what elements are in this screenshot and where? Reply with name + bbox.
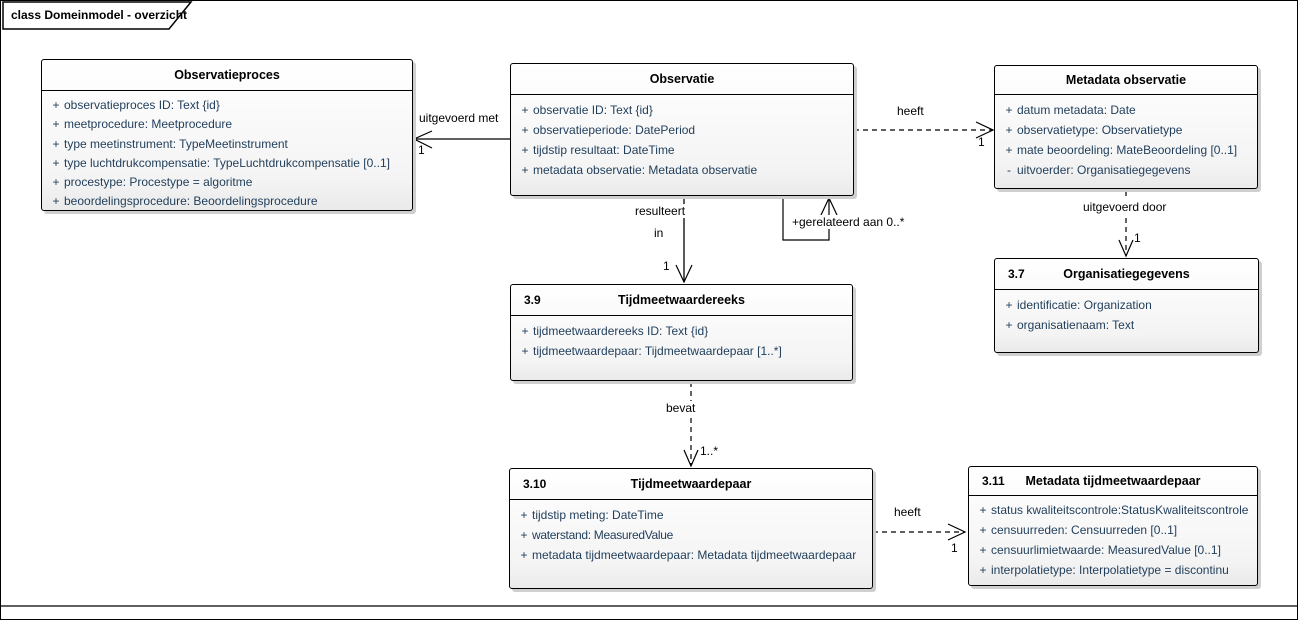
class-observatieproces[interactable]: Observatieproces +observatieproces ID: T… [41, 59, 413, 211]
attribute-row: +tijdmeetwaardereeks ID: Text {id} [521, 324, 709, 338]
diagram-frame-title: class Domeinmodel - overzicht [11, 8, 188, 22]
class-metadata-observatie[interactable]: Metadata observatie +datum metadata: Dat… [994, 65, 1258, 189]
attribute-row: +identificatie: Organization [1005, 298, 1152, 312]
multiplicity-resulteert-in: 1 [663, 259, 670, 273]
class-tijdmeetwaardepaar[interactable]: 3.10 Tijdmeetwaardepaar +tijdstip meting… [509, 468, 873, 589]
attribute-row: +observatietype: Observatietype [1005, 123, 1183, 137]
open-arrow-down-icon [1118, 239, 1134, 258]
class-header: 3.11 Metadata tijdmeetwaardepaar [969, 467, 1257, 496]
class-metadata-tijdmeetwaardepaar[interactable]: 3.11 Metadata tijdmeetwaardepaar +status… [968, 466, 1258, 586]
connector-label-gerelateerd-aan[interactable]: +gerelateerd aan 0..* [790, 215, 907, 229]
multiplicity-heeft-1: 1 [978, 135, 985, 149]
class-observatie[interactable]: Observatie +observatie ID: Text {id}+obs… [510, 63, 854, 196]
class-header: 3.7 Organisatiegegevens [995, 259, 1258, 290]
attribute-row: +status kwaliteitscontrole:StatusKwalite… [979, 503, 1249, 517]
connector-label-bevat[interactable]: bevat [664, 401, 698, 415]
attribute-row: +observatieproces ID: Text {id} [52, 98, 220, 112]
class-number: 3.11 [982, 474, 1005, 488]
attribute-compartment: +observatieproces ID: Text {id} +meetproc… [42, 91, 412, 212]
attribute-compartment: +datum metadata: Date +observatietype: Ob… [995, 95, 1257, 180]
attribute-row: +type meetinstrument: TypeMeetinstrument [52, 136, 288, 151]
attribute-row: -uitvoerder: Organisatiegegevens [1007, 163, 1191, 177]
multiplicity-uitgevoerd-door: 1 [1134, 231, 1141, 245]
class-title: Observatieproces [174, 68, 280, 82]
attribute-compartment: +observatie ID: Text {id} +observatieperi… [511, 95, 853, 180]
class-tijdmeetwaardereeks[interactable]: 3.9 Tijdmeetwaardereeks +tijdmeetwaarder… [510, 284, 853, 381]
attribute-row: +observatie ID: Text {id} [521, 103, 653, 117]
class-number: 3.9 [524, 293, 541, 307]
class-title: Metadata tijdmeetwaardepaar [1025, 474, 1201, 488]
attribute-compartment: +tijdmeetwaardereeks ID: Text {id} +tijdm… [511, 316, 852, 361]
class-number: 3.10 [523, 477, 547, 491]
connector-label-resulteert[interactable]: resulteert [633, 204, 688, 218]
class-header: Observatieproces [42, 60, 412, 91]
class-header: 3.10 Tijdmeetwaardepaar [510, 469, 872, 500]
class-header: Metadata observatie [995, 66, 1257, 95]
attribute-row: +organisatienaam: Text [1005, 318, 1135, 332]
attribute-row: +observatieperiode: DatePeriod [521, 123, 696, 137]
attribute-row: +tijdstip resultaat: DateTime [521, 143, 675, 157]
attribute-row: +beoordelingsprocedure: Beoordelingsproc… [52, 194, 318, 209]
attribute-compartment: +status kwaliteitscontrole:StatusKwalite… [969, 496, 1257, 580]
attribute-row: +metadata observatie: Metadata observati… [521, 163, 758, 177]
attribute-row: +censuurlimietwaarde: MeasuredValue [0..… [979, 543, 1221, 557]
attribute-compartment: +tijdstip meting: DateTime +waterstand: M… [510, 500, 872, 565]
open-arrow-down-icon [675, 264, 693, 284]
attribute-row: +mate beoordeling: MateBeoordeling [0..1… [1005, 143, 1238, 157]
attribute-row: +censuurreden: Censuurreden [0..1] [979, 523, 1178, 537]
connector-label-in[interactable]: in [652, 226, 666, 240]
attribute-row: +meetprocedure: Meetprocedure [52, 117, 233, 132]
open-arrow-down-icon [683, 449, 699, 468]
multiplicity-heeft-2: 1 [951, 541, 958, 555]
attribute-row: +waterstand: MeasuredValue [520, 528, 674, 542]
class-header: Observatie [511, 64, 853, 95]
open-arrow-up-icon [820, 196, 838, 216]
multiplicity-bevat: 1..* [700, 444, 719, 458]
class-title: Tijdmeetwaardepaar [630, 477, 752, 491]
attribute-row: +interpolatietype: Interpolatietype = di… [979, 563, 1229, 577]
connector-label-uitgevoerd-door[interactable]: uitgevoerd door [1081, 200, 1169, 214]
connector-label-heeft-2[interactable]: heeft [892, 505, 923, 519]
connector-label-uitgevoerd-met[interactable]: uitgevoerd met [417, 111, 501, 125]
class-organisatiegegevens[interactable]: 3.7 Organisatiegegevens +identificatie: … [994, 258, 1259, 353]
attribute-row: +datum metadata: Date [1005, 103, 1136, 117]
attribute-row: +metadata tijdmeetwaardepaar: Metadata t… [520, 548, 857, 562]
class-number: 3.7 [1008, 267, 1025, 281]
class-title: Tijdmeetwaardereeks [618, 293, 745, 307]
attribute-row: +procestype: Procestype = algoritme [52, 175, 253, 190]
connector-label-heeft-1[interactable]: heeft [895, 104, 926, 118]
attribute-row: +tijdstip meting: DateTime [520, 508, 664, 522]
open-arrow-right-icon [947, 523, 967, 541]
class-title: Organisatiegegevens [1063, 267, 1190, 281]
attribute-row: +type luchtdrukcompensatie: TypeLuchtdru… [52, 155, 390, 170]
multiplicity-uitgevoerd-met: 1 [418, 143, 425, 157]
class-header: 3.9 Tijdmeetwaardereeks [511, 285, 852, 316]
class-title: Observatie [649, 72, 715, 86]
class-title: Metadata observatie [1065, 73, 1187, 87]
attribute-compartment: +identificatie: Organization +organisatie… [995, 290, 1258, 335]
attribute-row: +tijdmeetwaardepaar: Tijdmeetwaardepaar … [521, 344, 782, 358]
